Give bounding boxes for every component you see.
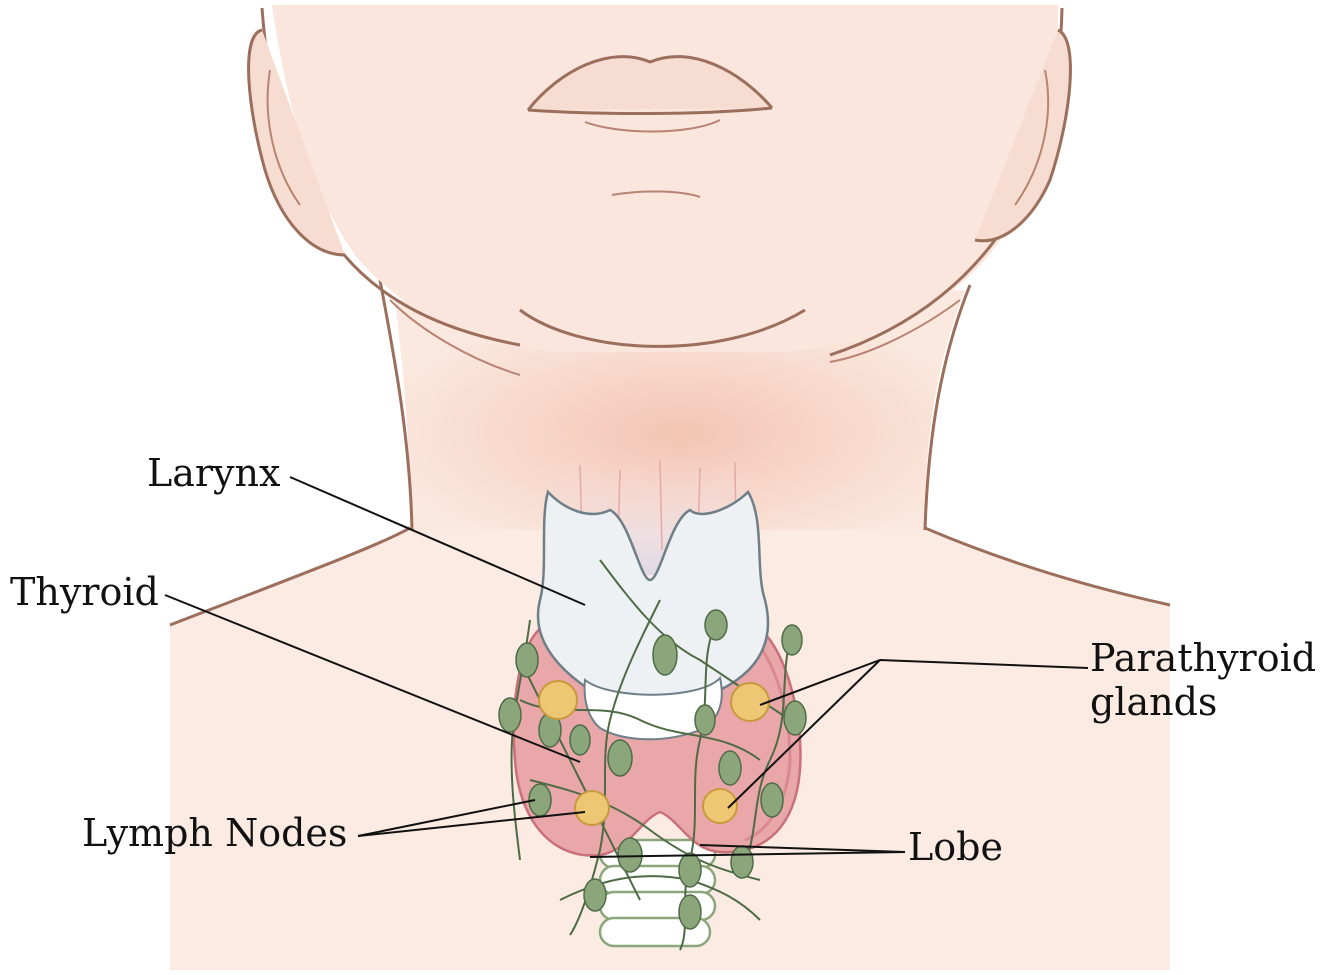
larynx-label: Larynx	[147, 452, 280, 496]
parathyroid-label-line1: Parathyroid	[1090, 637, 1316, 681]
parathyroid-label-line2: glands	[1090, 681, 1316, 725]
thyroid-label: Thyroid	[10, 571, 159, 615]
lymph-nodes-label: Lymph Nodes	[82, 812, 347, 856]
lobe-label: Lobe	[908, 826, 1003, 870]
parathyroid-glands-label: Parathyroid glands	[1090, 637, 1316, 724]
